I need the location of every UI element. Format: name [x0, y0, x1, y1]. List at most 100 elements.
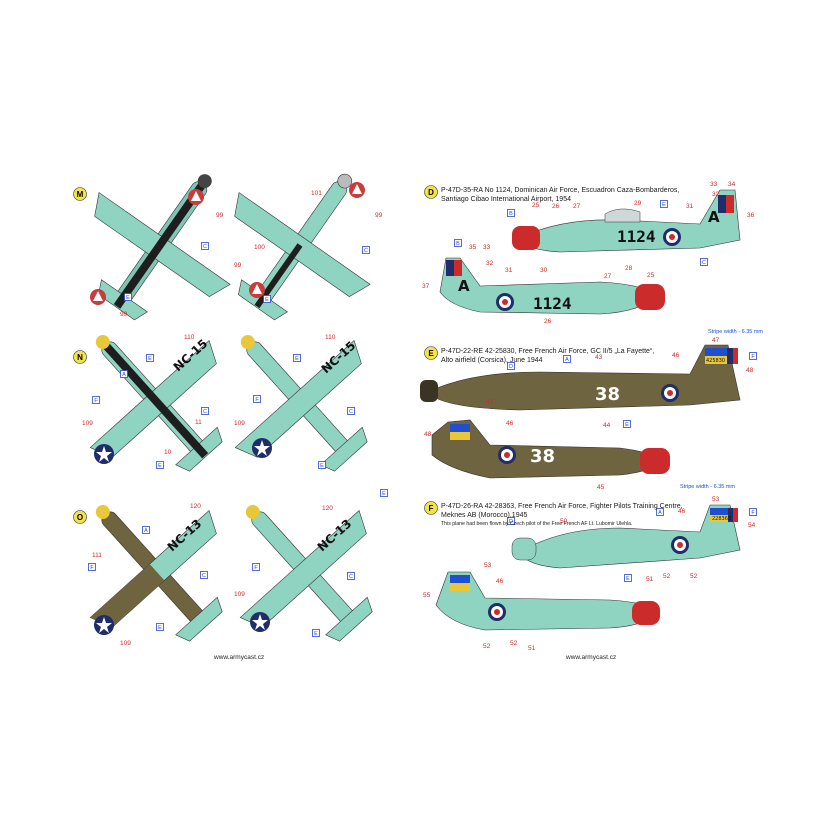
code-E-side: 38: [595, 384, 620, 405]
plane-N-top-left: [89, 335, 223, 472]
stripe-note-E: Stripe width - 6.35 mm: [708, 329, 764, 335]
svg-text:E: E: [625, 422, 629, 428]
plane-F-side-1: [511, 504, 741, 569]
svg-text:110: 110: [184, 334, 195, 341]
svg-text:52: 52: [690, 573, 698, 580]
svg-text:F: F: [255, 397, 259, 403]
svg-text:D: D: [509, 364, 513, 370]
svg-text:99: 99: [216, 212, 224, 219]
svg-text:F: F: [94, 398, 98, 404]
svg-text:109: 109: [234, 591, 245, 598]
us-star-O: [94, 612, 270, 635]
svg-text:E: E: [158, 463, 162, 469]
badge-D: D: [424, 185, 438, 199]
svg-text:120: 120: [190, 503, 201, 510]
svg-text:99: 99: [375, 212, 383, 219]
svg-text:B: B: [509, 211, 513, 217]
svg-text:F: F: [429, 504, 434, 513]
serial-E-fin: 425830: [706, 358, 725, 364]
svg-text:53: 53: [484, 562, 492, 569]
svg-text:28: 28: [625, 265, 633, 272]
svg-text:109: 109: [82, 420, 93, 427]
svg-text:46: 46: [496, 578, 504, 585]
badge-M: M: [73, 187, 87, 201]
svg-text:54: 54: [748, 522, 756, 529]
svg-text:B: B: [456, 241, 460, 247]
svg-text:30: 30: [540, 267, 548, 274]
svg-text:C: C: [364, 248, 368, 254]
svg-text:48: 48: [746, 367, 754, 374]
svg-text:A: A: [144, 528, 148, 534]
svg-text:52: 52: [483, 643, 491, 650]
svg-text:E: E: [148, 356, 152, 362]
svg-text:27: 27: [573, 203, 581, 210]
svg-text:E: E: [382, 491, 386, 497]
plane-E-side-1: [420, 344, 741, 411]
plane-D-side-1: [512, 189, 741, 253]
badge-F: F: [424, 501, 438, 515]
plane-D-side-2: [439, 257, 665, 315]
code-E-side-2: 38: [530, 446, 555, 467]
svg-text:E: E: [314, 631, 318, 637]
svg-text:E: E: [662, 202, 666, 208]
svg-text:47: 47: [486, 399, 494, 406]
plane-F-side-2: [435, 571, 661, 631]
svg-text:E: E: [265, 297, 269, 303]
us-star-N: [94, 438, 272, 464]
marking-M-left: [90, 189, 204, 305]
svg-text:37: 37: [422, 283, 430, 290]
svg-text:45: 45: [597, 484, 605, 491]
svg-text:99: 99: [120, 311, 128, 318]
code-D-fin: A: [708, 208, 720, 226]
svg-text:F: F: [254, 565, 258, 571]
caption-D: P-47D-35-RA No 1124, Dominican Air Force…: [441, 186, 711, 204]
svg-text:26: 26: [544, 318, 552, 325]
badge-N: N: [73, 350, 87, 364]
svg-text:M: M: [77, 190, 84, 199]
svg-text:N: N: [77, 353, 83, 362]
svg-text:111: 111: [92, 552, 102, 559]
svg-text:F: F: [90, 565, 94, 571]
svg-text:C: C: [349, 409, 353, 415]
stripe-note-F: Stripe width - 6.35 mm: [680, 484, 736, 490]
svg-text:25: 25: [532, 202, 540, 209]
svg-text:A: A: [565, 357, 569, 363]
box-labels: C E C E E A F C E E F C E A F C E E F C …: [88, 200, 757, 637]
svg-text:46: 46: [672, 352, 680, 359]
svg-text:26: 26: [552, 203, 560, 210]
code-D-side-2: 1124: [533, 294, 572, 313]
plane-E-side-2: [431, 419, 670, 479]
svg-text:C: C: [203, 244, 207, 250]
svg-text:C: C: [203, 409, 207, 415]
svg-text:36: 36: [747, 212, 755, 219]
svg-text:31: 31: [686, 203, 694, 210]
svg-text:109: 109: [120, 640, 131, 647]
svg-text:F: F: [751, 354, 755, 360]
plane-M-top-right: [234, 173, 371, 321]
svg-text:52: 52: [510, 640, 518, 647]
svg-text:F: F: [751, 510, 755, 516]
svg-text:47: 47: [712, 337, 720, 344]
svg-text:35: 35: [469, 244, 477, 251]
svg-text:D: D: [428, 188, 434, 197]
svg-text:E: E: [126, 295, 130, 301]
svg-text:44: 44: [603, 422, 611, 429]
svg-text:O: O: [77, 513, 83, 522]
url-right: www.armycast.cz: [566, 654, 617, 661]
svg-text:C: C: [349, 574, 353, 580]
svg-text:31: 31: [505, 267, 513, 274]
caption-D-line1: P-47D-35-RA No 1124, Dominican Air Force…: [441, 187, 680, 194]
svg-text:E: E: [295, 356, 299, 362]
svg-text:10: 10: [164, 449, 172, 456]
svg-text:99: 99: [234, 262, 242, 269]
caption-D-line2: Santiago Cibao International Airport, 19…: [441, 196, 571, 203]
svg-text:110: 110: [325, 334, 336, 341]
svg-text:33: 33: [483, 244, 491, 251]
svg-text:43: 43: [595, 354, 603, 361]
svg-text:33: 33: [710, 181, 718, 188]
svg-text:32: 32: [486, 260, 494, 267]
svg-text:D: D: [509, 519, 513, 525]
badge-O: O: [73, 510, 87, 524]
